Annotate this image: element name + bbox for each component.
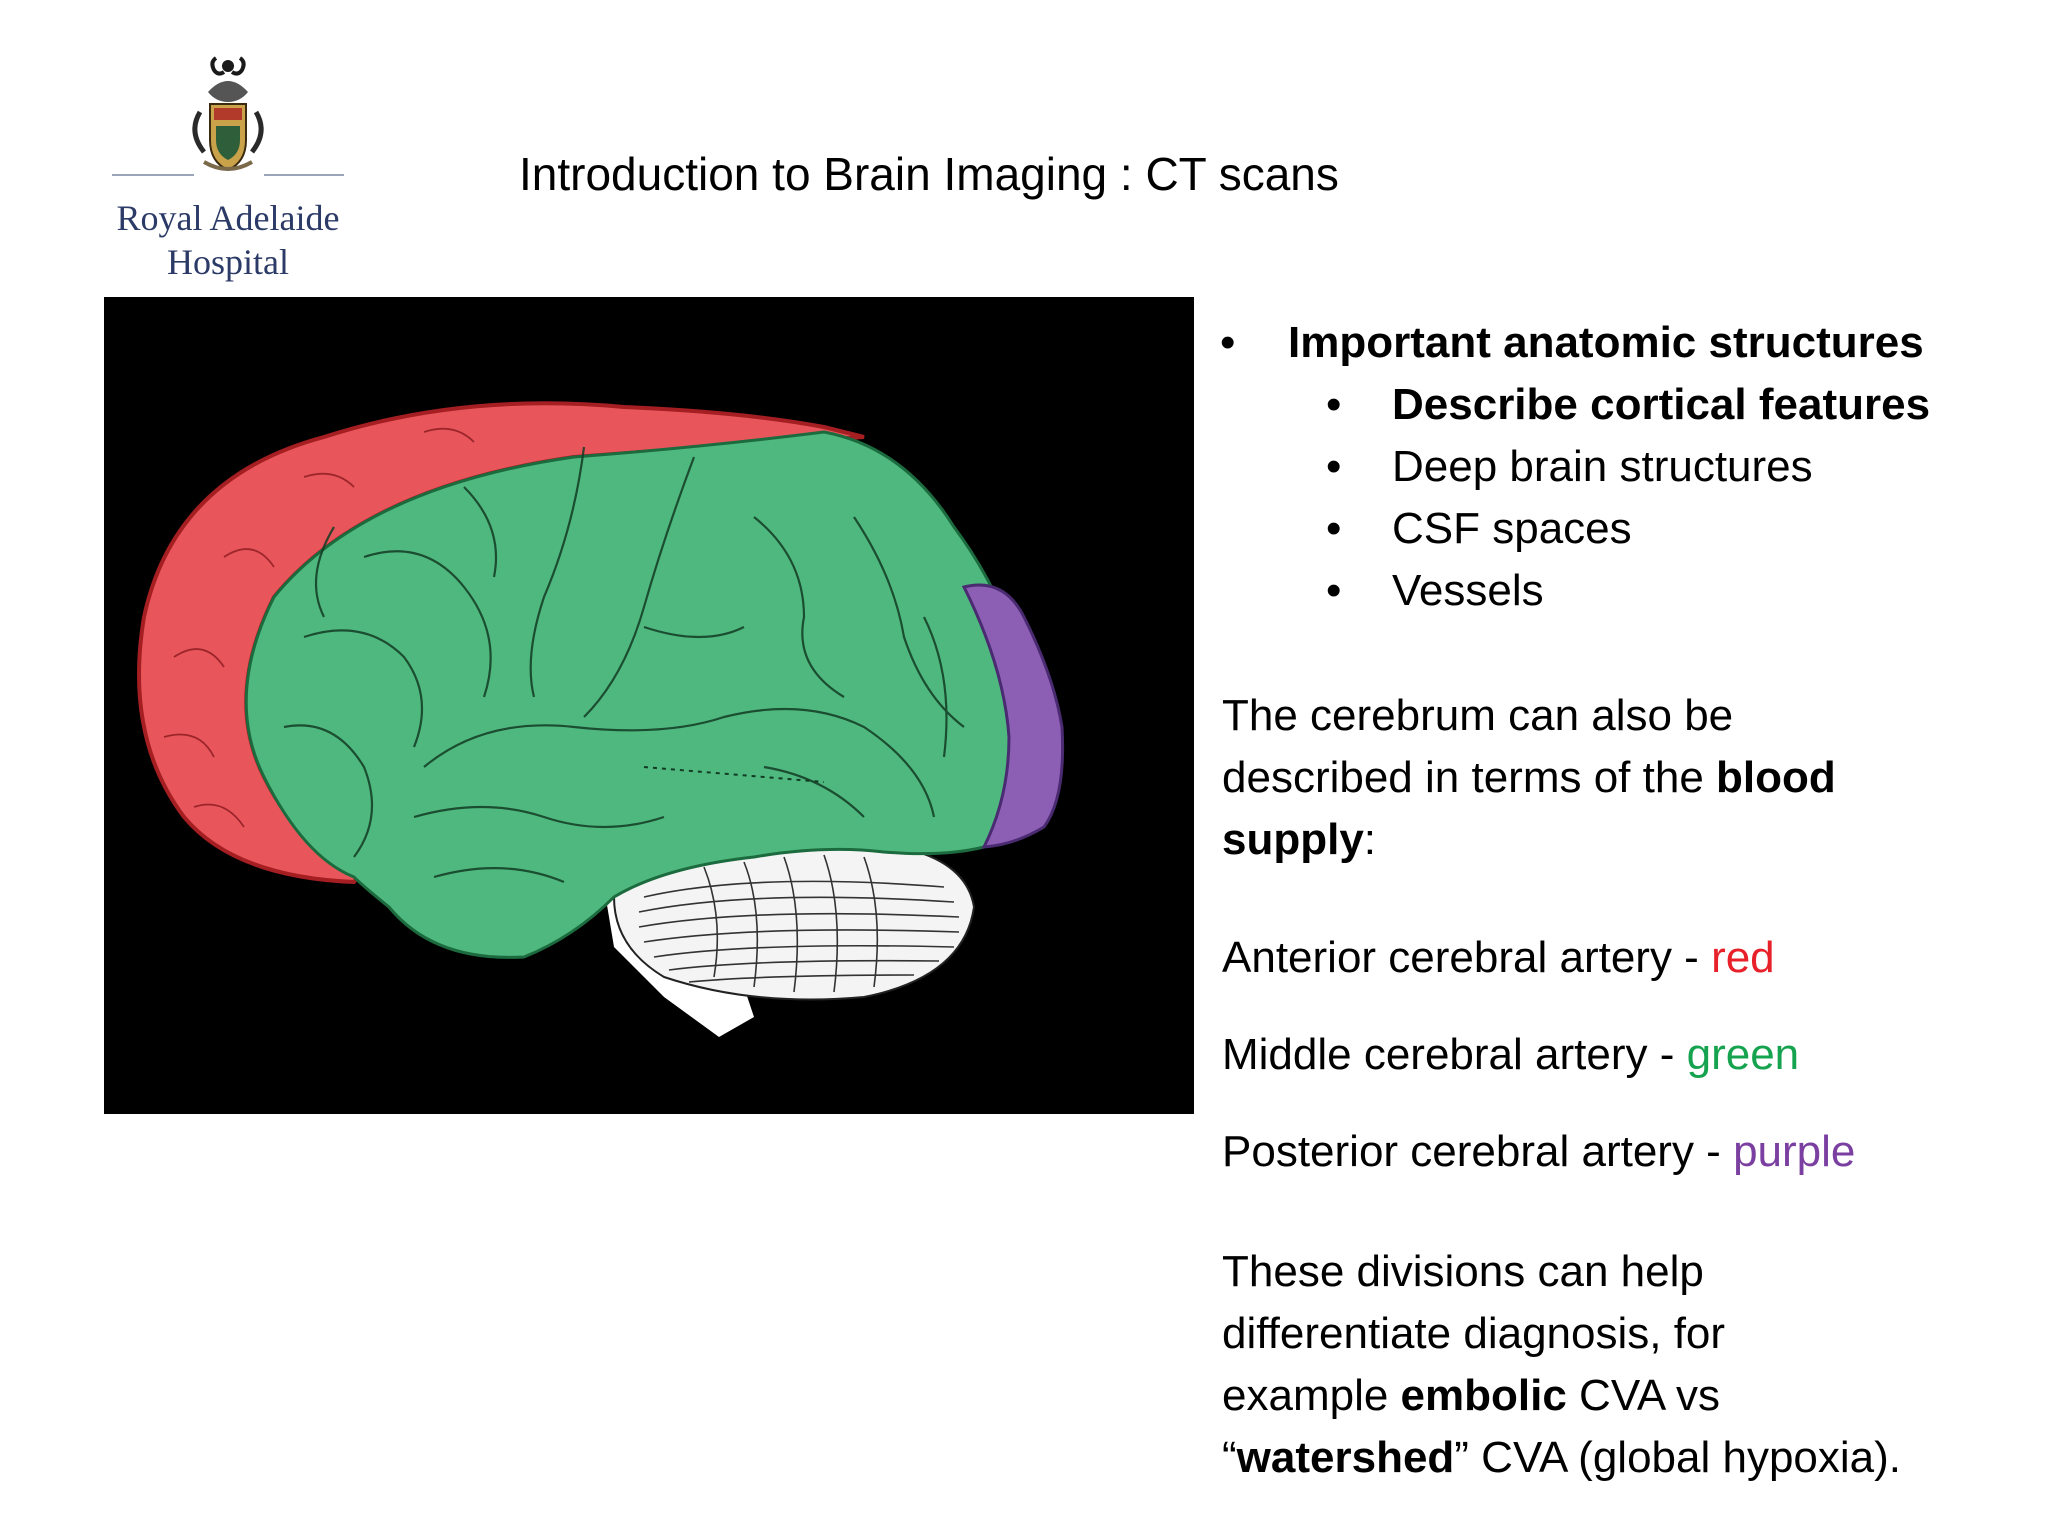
bullet-sub-3-text: CSF spaces bbox=[1392, 504, 1632, 553]
divisions-line3-post: CVA vs bbox=[1566, 1371, 1721, 1420]
artery-anterior: Anterior cerebral artery - red bbox=[1222, 927, 2022, 989]
bullet-sub-1-text: Describe cortical features bbox=[1392, 380, 1931, 429]
blood-supply-line2: described in terms of the bbox=[1222, 753, 1717, 802]
brain-illustration bbox=[104, 297, 1194, 1114]
slide-content: • Important anatomic structures • Descri… bbox=[1220, 312, 2022, 1489]
blood-supply-paragraph: The cerebrum can also be described in te… bbox=[1222, 685, 2022, 871]
blood-supply-bold2: supply bbox=[1222, 815, 1364, 864]
artery-posterior-label: Posterior cerebral artery - bbox=[1222, 1127, 1734, 1176]
bullet-sub-4-text: Vessels bbox=[1392, 566, 1544, 615]
artery-middle-label: Middle cerebral artery - bbox=[1222, 1030, 1687, 1079]
blood-supply-bold1: blood bbox=[1716, 753, 1836, 802]
divisions-watershed: watershed bbox=[1236, 1433, 1455, 1482]
blood-supply-line1: The cerebrum can also be bbox=[1222, 691, 1734, 740]
bullet-dot: • bbox=[1326, 442, 1342, 491]
hospital-logo: Royal Adelaide Hospital bbox=[108, 52, 348, 282]
artery-middle-color: green bbox=[1686, 1030, 1800, 1079]
brain-figure bbox=[104, 297, 1194, 1114]
cortical-gyri-lines bbox=[283, 446, 965, 884]
bullet-dot: • bbox=[1326, 504, 1342, 553]
divisions-line2: differentiate diagnosis, for bbox=[1222, 1309, 1726, 1358]
bullet-sub-2-text: Deep brain structures bbox=[1392, 442, 1813, 491]
anterior-gyri-lines bbox=[163, 427, 475, 828]
divisions-line4-post: ” CVA (global hypoxia). bbox=[1454, 1433, 1902, 1482]
hospital-crest-icon bbox=[192, 56, 264, 172]
bullet-sub-4: • Vessels bbox=[1222, 560, 2022, 622]
sulcus-dashed-line bbox=[643, 766, 825, 783]
artery-posterior-color: purple bbox=[1733, 1127, 1856, 1176]
logo-rule-left bbox=[112, 174, 194, 176]
cerebellum-shape bbox=[604, 840, 976, 1037]
divisions-open-quote: “ bbox=[1222, 1433, 1237, 1482]
bullet-main-text: Important anatomic structures bbox=[1288, 318, 1924, 367]
bullet-dot: • bbox=[1326, 566, 1342, 615]
middle-cerebral-territory bbox=[244, 430, 1029, 959]
bullet-dot: • bbox=[1220, 318, 1236, 367]
divisions-line1: These divisions can help bbox=[1222, 1247, 1704, 1296]
bullet-sub-1: • Describe cortical features bbox=[1222, 374, 2022, 436]
artery-middle: Middle cerebral artery - green bbox=[1222, 1024, 2022, 1086]
artery-posterior: Posterior cerebral artery - purple bbox=[1222, 1121, 2022, 1183]
posterior-cerebral-territory bbox=[961, 583, 1065, 849]
hospital-name-line1: Royal Adelaide bbox=[116, 198, 340, 238]
bullet-sub-2: • Deep brain structures bbox=[1222, 436, 2022, 498]
bullet-main: • Important anatomic structures bbox=[1220, 312, 2022, 374]
hospital-name: Royal Adelaide Hospital bbox=[108, 196, 348, 284]
structures-bullet-list: • Important anatomic structures • Descri… bbox=[1220, 312, 2022, 622]
divisions-embolic: embolic bbox=[1400, 1371, 1567, 1420]
hospital-name-line2: Hospital bbox=[167, 242, 289, 282]
divisions-line3-pre: example bbox=[1222, 1371, 1401, 1420]
artery-anterior-label: Anterior cerebral artery - bbox=[1222, 933, 1712, 982]
artery-anterior-color: red bbox=[1711, 933, 1775, 982]
logo-rule-right bbox=[264, 174, 344, 176]
bullet-dot: • bbox=[1326, 380, 1342, 429]
blood-supply-suffix: : bbox=[1363, 815, 1377, 864]
slide-title: Introduction to Brain Imaging : CT scans bbox=[519, 148, 1339, 200]
bullet-sub-3: • CSF spaces bbox=[1222, 498, 2022, 560]
divisions-paragraph: These divisions can help differentiate d… bbox=[1222, 1241, 2022, 1489]
